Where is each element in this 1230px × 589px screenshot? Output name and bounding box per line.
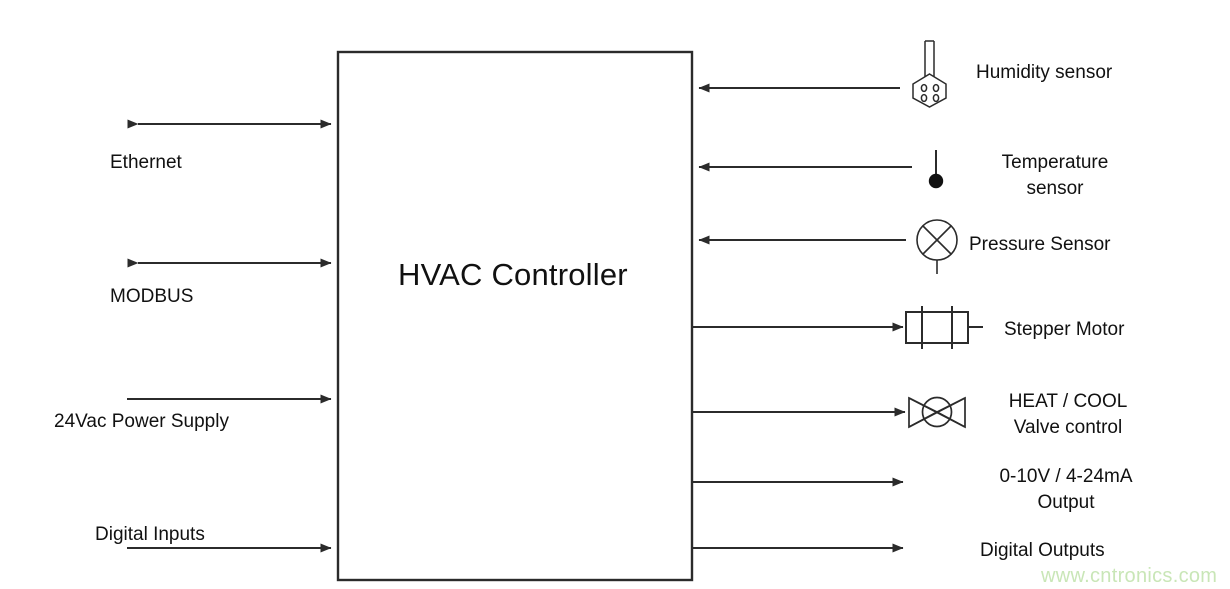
label-stepper-motor: Stepper Motor — [1004, 319, 1125, 340]
label-humidity-sensor: Humidity sensor — [976, 62, 1113, 83]
label-digital-inputs: Digital Inputs — [95, 524, 205, 545]
label-digital-outputs: Digital Outputs — [980, 540, 1105, 561]
label-analog-output: 0-10V / 4-24mA Output — [999, 466, 1133, 513]
temperature-sensor-icon — [928, 150, 944, 189]
label-modbus: MODBUS — [110, 286, 194, 307]
valve-icon — [908, 396, 966, 429]
controller-box — [336, 50, 694, 582]
watermark: www.cntronics.com — [1041, 565, 1218, 587]
label-ethernet: Ethernet — [110, 152, 182, 173]
humidity-sensor-icon — [912, 40, 947, 108]
label-temperature-sensor: Temperature sensor — [1001, 152, 1109, 199]
label-pressure-sensor: Pressure Sensor — [969, 234, 1111, 255]
pressure-sensor-icon — [916, 219, 958, 274]
page-title: HVAC Controller — [398, 257, 628, 292]
stepper-motor-icon — [905, 306, 983, 349]
label-power-supply: 24Vac Power Supply — [54, 411, 229, 432]
label-valve-control: HEAT / COOL Valve control — [1008, 391, 1128, 438]
